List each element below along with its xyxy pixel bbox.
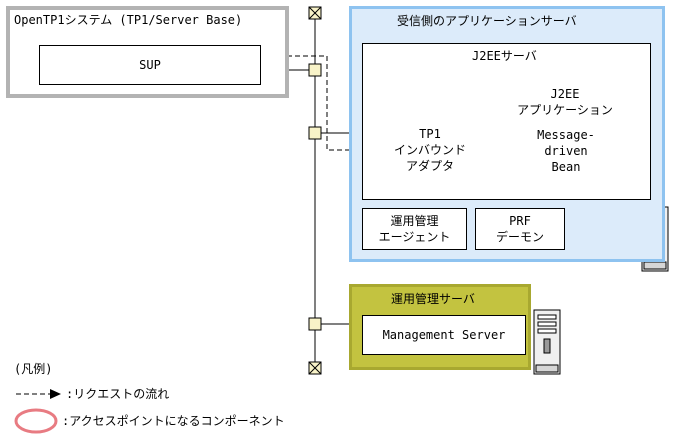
legend-title: (凡例) [14, 362, 53, 376]
network-terminator-bottom [308, 361, 322, 375]
legend-access-point-ring [14, 408, 58, 434]
sup-box: SUP [39, 45, 261, 85]
management-server-box: Management Server [362, 315, 526, 355]
request-flow-line-1 [287, 55, 362, 151]
app-server-node [308, 126, 322, 140]
network-terminator-top [308, 6, 322, 20]
app-server-label: 受信側のアプリケーションサーバ [397, 14, 577, 28]
message-driven-bean-label: Message- driven Bean [537, 128, 595, 174]
tp1-inbound-adapter-label: TP1 インバウンド アダプタ [393, 127, 466, 173]
legend-access-point: :アクセスポイントになるコンポーネント [62, 414, 285, 428]
opentp1-node [308, 63, 322, 77]
legend-arrowhead [50, 389, 61, 399]
prf-daemon-box: PRF デーモン [475, 208, 565, 250]
opentp1-system-label: OpenTP1システム (TP1/Server Base) [14, 13, 243, 27]
mgmt-server-node [308, 317, 322, 331]
server-tower-icon [533, 309, 561, 375]
operation-agent-box: 運用管理 エージェント [362, 208, 467, 250]
mgmt-server-group-label: 運用管理サーバ [391, 292, 475, 306]
j2ee-server-label: J2EEサーバ [472, 49, 537, 63]
j2ee-server-box [362, 43, 651, 200]
legend-request-flow: :リクエストの流れ [66, 387, 170, 401]
j2ee-application-label: J2EE アプリケーション [517, 87, 613, 117]
